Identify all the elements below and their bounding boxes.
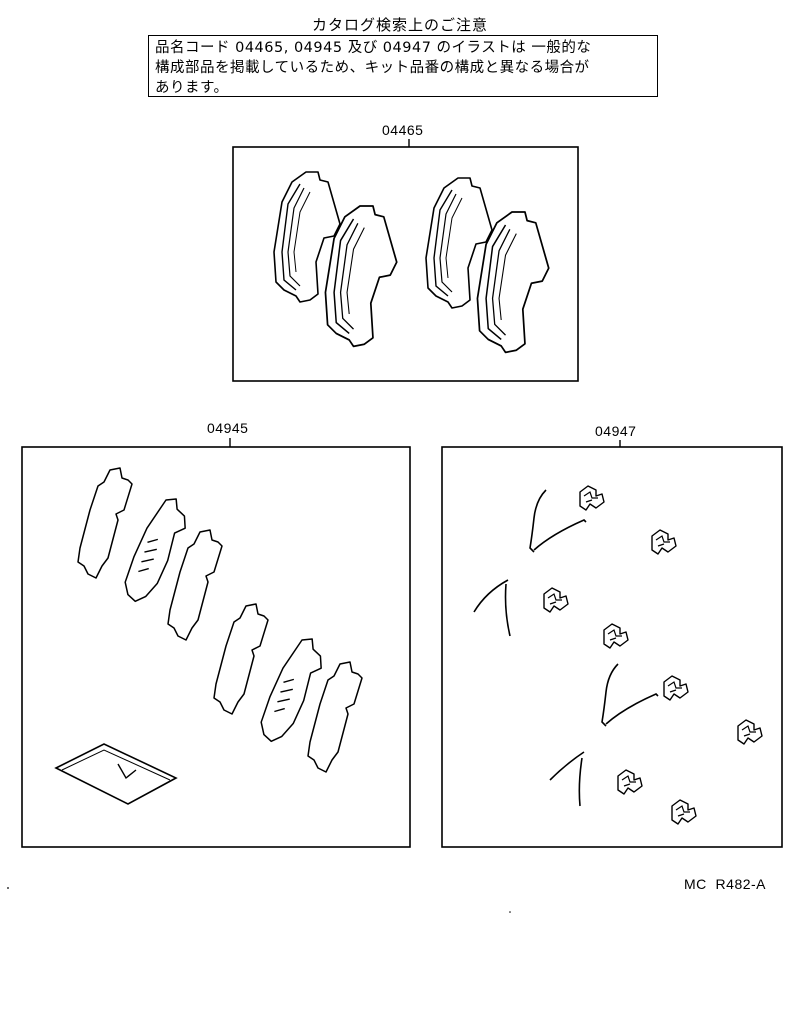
box-04947 (441, 446, 783, 848)
box-04945 (21, 446, 411, 848)
notice-line: あります。 (155, 80, 229, 96)
notice-title: カタログ検索上のご注意 (311, 16, 488, 34)
brake-pad-set (273, 171, 550, 354)
notice-box: 品名コード 04465, 04945 及び 04947 のイラストは 一般的な … (148, 35, 658, 97)
scan-speck (509, 911, 511, 913)
box-04465 (232, 146, 579, 382)
notice-line: 品名コード 04465, 04945 及び 04947 のイラストは 一般的な (155, 40, 592, 56)
shim-kit (54, 467, 363, 805)
fitting-kit (473, 485, 763, 825)
notice-line: 構成部品を掲載しているため、キット品番の構成と異なる場合が (155, 60, 590, 76)
scan-speck (7, 887, 9, 889)
part-label-04945[interactable]: 04945 (207, 420, 249, 436)
reference-code: MC R482-A (684, 876, 767, 892)
part-label-04947[interactable]: 04947 (595, 423, 637, 439)
part-label-04465[interactable]: 04465 (382, 122, 424, 138)
